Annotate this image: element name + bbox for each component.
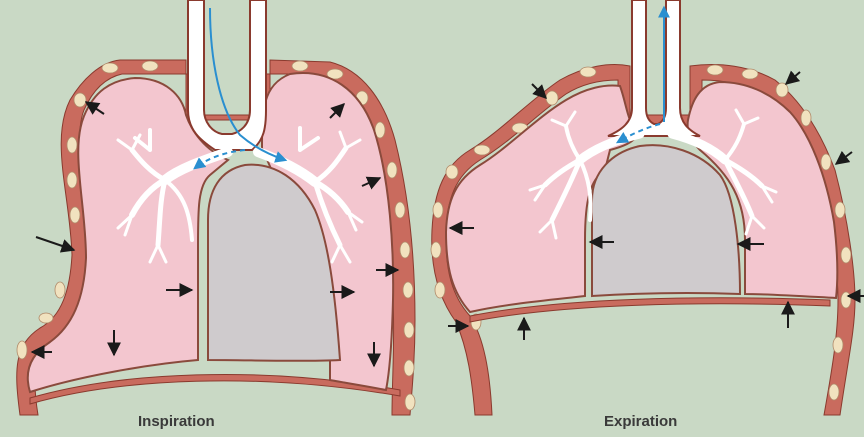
panel-label-inspiration: Inspiration [138,413,215,430]
panel-label-expiration: Expiration [604,413,677,430]
